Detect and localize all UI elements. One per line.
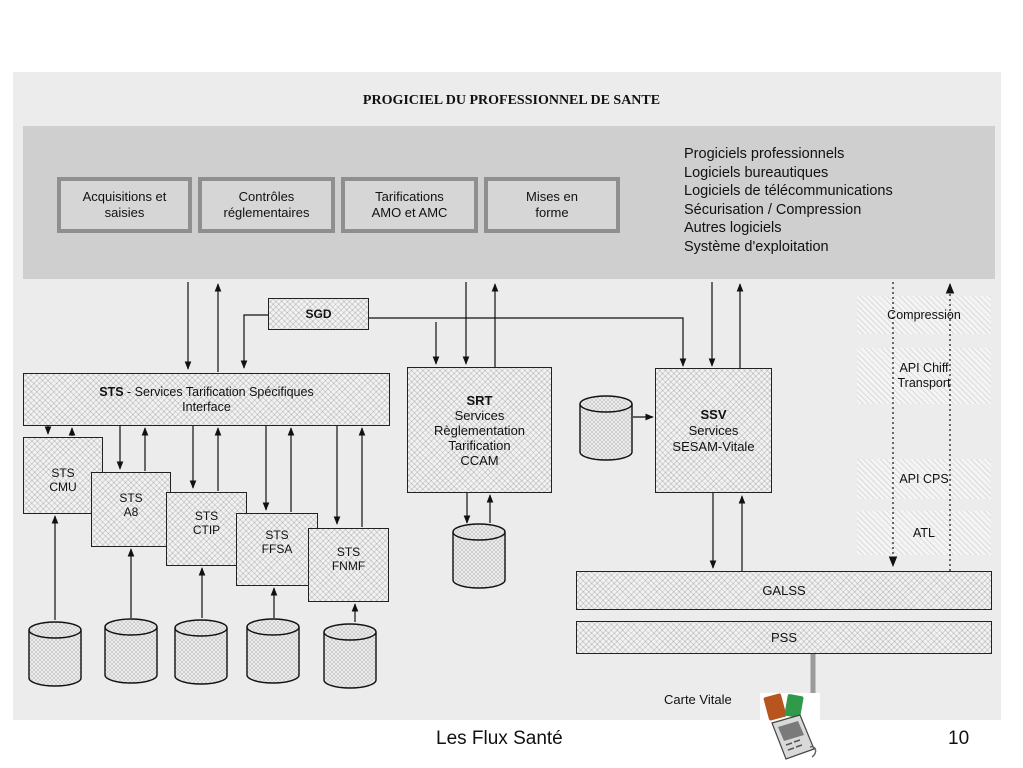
- carte-vitale-label: Carte Vitale: [664, 692, 732, 707]
- ssv-label: Services SESAM-Vitale: [672, 422, 755, 454]
- database-icon-ffsa: [246, 618, 300, 684]
- software-list: Progiciels professionnels Logiciels bure…: [684, 145, 893, 256]
- srt-title: SRT: [466, 392, 493, 408]
- software-item: Système d'exploitation: [684, 238, 829, 255]
- compression-block: Compression: [857, 296, 991, 334]
- pss-box: PSS: [576, 621, 992, 654]
- footer-title: Les Flux Santé: [436, 728, 563, 749]
- database-icon-srt: [452, 523, 506, 589]
- database-icon-fnmf: [323, 623, 377, 689]
- api-chiff-transport-block: API Chiff Transport: [857, 348, 991, 404]
- sts-interface-label: - Services Tarification Spécifiques: [123, 384, 314, 399]
- card-reader-icon: [760, 693, 820, 763]
- sts-cmu-box: STS CMU: [23, 437, 103, 514]
- software-item: Autres logiciels: [684, 220, 782, 236]
- sts-a8-box: STS A8: [91, 472, 171, 547]
- sts-ctip-box: STS CTIP: [166, 492, 247, 566]
- sts-interface-box: STS - Services Tarification Spécifiques …: [23, 373, 390, 426]
- sts-fnmf-box: STS FNMF: [308, 528, 389, 602]
- diagram-title: PROGICIEL DU PROFESSIONNEL DE SANTE: [362, 93, 661, 108]
- ssv-box: SSV Services SESAM-Vitale: [655, 368, 772, 493]
- page-number: 10: [948, 728, 970, 749]
- ssv-title: SSV: [700, 406, 727, 422]
- module-controles: Contrôles réglementaires: [198, 177, 335, 233]
- module-tarifications: Tarifications AMO et AMC: [341, 177, 478, 233]
- atl-block: ATL: [857, 511, 991, 555]
- software-item: Logiciels de télécommunications: [684, 183, 893, 199]
- database-icon-a8: [104, 618, 158, 684]
- sts-interface-acronym: STS: [99, 384, 124, 399]
- module-acquisitions: Acquisitions et saisies: [57, 177, 192, 233]
- module-mises-en-forme: Mises en forme: [484, 177, 620, 233]
- database-icon-ssv: [579, 395, 633, 461]
- api-cps-block: API CPS: [857, 459, 991, 499]
- sgd-box: SGD: [268, 298, 369, 330]
- galss-box: GALSS: [576, 571, 992, 610]
- srt-box: SRT Services Règlementation Tarification…: [407, 367, 552, 493]
- software-item: Sécurisation / Compression: [684, 201, 862, 218]
- software-item: Logiciels bureautiques: [684, 164, 829, 181]
- database-icon-cmu: [28, 621, 82, 687]
- sts-interface-line2: Interface: [182, 399, 231, 414]
- database-icon-ctip: [174, 619, 228, 685]
- software-item: Progiciels professionnels: [684, 146, 845, 162]
- srt-label: Services Règlementation Tarification CCA…: [433, 407, 526, 468]
